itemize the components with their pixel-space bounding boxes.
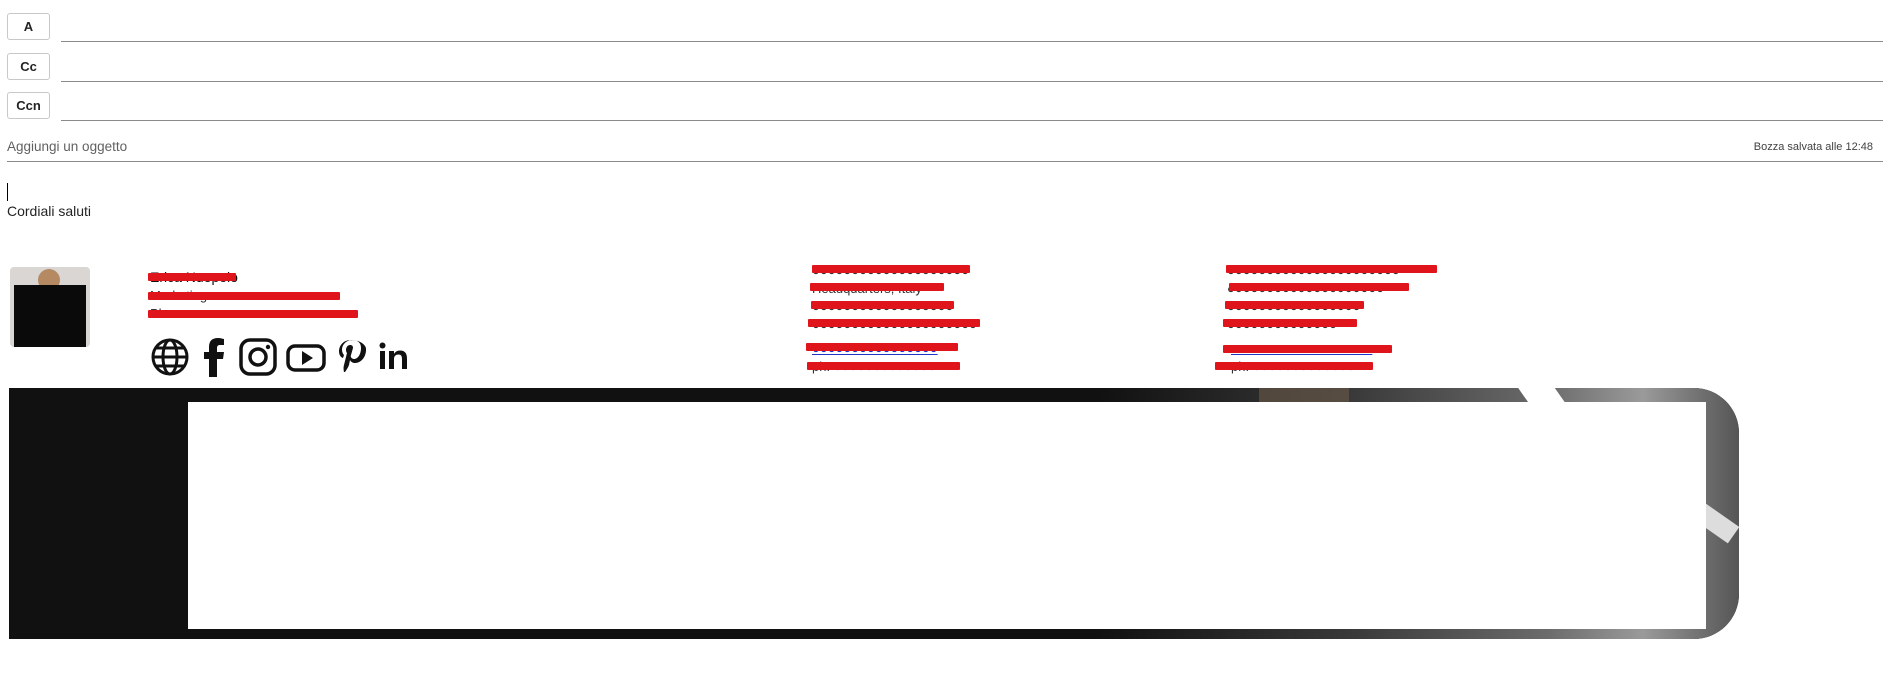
to-input[interactable] [61,11,1883,42]
redaction-bar [810,283,944,291]
avatar [10,267,90,347]
redaction-bar [808,319,980,327]
youtube-icon[interactable] [286,337,326,377]
draft-saved-status: Bozza salvata alle 12:48 [1753,141,1873,153]
cc-button[interactable]: Cc [7,53,50,80]
instagram-icon[interactable] [238,337,278,377]
cc-input[interactable] [61,51,1883,82]
pinterest-icon[interactable] [334,337,368,377]
subject-placeholder: Aggiungi un oggetto [7,139,128,154]
bcc-input[interactable] [61,90,1883,121]
social-icons [150,337,410,377]
signature-banner-image [9,388,1739,639]
linkedin-icon[interactable] [376,337,410,377]
redacted-banner-area [188,402,1706,629]
facebook-icon[interactable] [198,337,230,377]
redaction-bar [1225,301,1364,309]
body-greeting: Cordiali saluti [7,203,92,219]
email-signature: Erica Nuopolo Marketing ●●●●●●●●●●●● Ph … [0,255,1895,640]
redaction-bar [1229,283,1409,291]
redaction-bar [1223,345,1392,353]
redaction-bar [148,310,358,318]
globe-icon[interactable] [150,337,190,377]
subject-field[interactable]: Aggiungi un oggetto Bozza salvata alle 1… [7,137,1883,162]
redaction-bar [148,273,236,281]
redaction-bar [1223,319,1357,327]
redaction-bar [806,343,958,351]
redaction-bar [1215,362,1373,370]
redaction-bar [148,292,340,300]
bcc-button[interactable]: Ccn [7,92,50,119]
to-button[interactable]: A [7,13,50,40]
cc-row: Cc [7,50,1883,82]
redaction-bar [812,265,970,273]
to-row: A [7,10,1883,42]
text-caret [7,183,8,201]
redaction-bar [1226,265,1437,273]
bcc-row: Ccn [7,89,1883,121]
redaction-bar [811,301,954,309]
redaction-bar [807,362,960,370]
